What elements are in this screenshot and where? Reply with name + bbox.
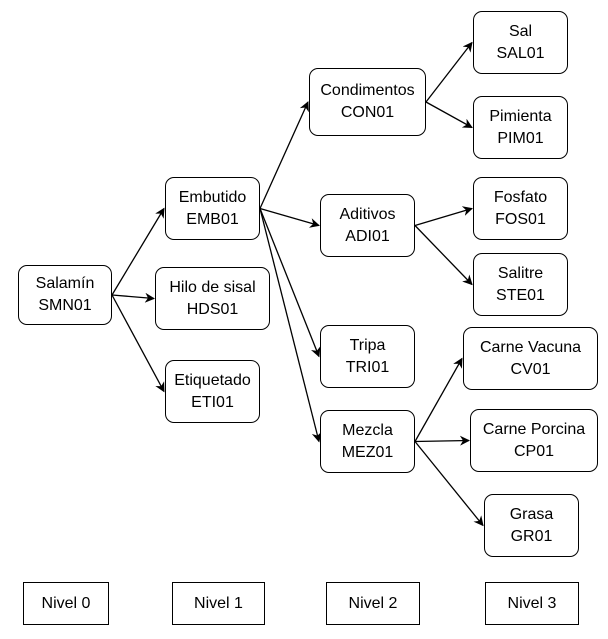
edge-emb01-to-adi01 <box>259 207 320 228</box>
node-code: CP01 <box>513 442 555 460</box>
node-name: Embutido <box>178 188 247 206</box>
node-code: STE01 <box>496 286 545 304</box>
node-code: SAL01 <box>496 44 545 62</box>
node-code: CON01 <box>340 104 395 121</box>
node-name: Grasa <box>509 505 554 523</box>
node-gr01: Grasa GR01 <box>484 494 579 557</box>
node-name: Mezcla <box>342 421 393 439</box>
node-hds01: Hilo de sisal HDS01 <box>155 267 270 330</box>
edge-con01-to-pim01 <box>425 101 473 129</box>
edge-emb01-to-mez01 <box>259 208 322 443</box>
level-0-label: Nivel 0 <box>23 582 109 625</box>
node-code: ETI01 <box>191 393 234 411</box>
edge-emb01-to-con01 <box>259 101 309 209</box>
edge-mez01-to-gr01 <box>414 441 484 527</box>
edge-smn01-to-eti01 <box>111 294 165 393</box>
node-mez01: Mezcla MEZ01 <box>320 410 415 473</box>
node-code: ADI01 <box>345 227 390 245</box>
node-name: Pimienta <box>489 107 552 125</box>
node-emb01: Embutido EMB01 <box>165 177 260 240</box>
node-name: Condimentos <box>320 82 415 99</box>
node-code: TRI01 <box>345 358 390 376</box>
edge-adi01-to-ste01 <box>414 225 473 286</box>
edge-smn01-to-hds01 <box>111 292 155 303</box>
node-name: Aditivos <box>339 205 396 223</box>
node-name: Hilo de sisal <box>169 278 256 296</box>
node-ste01: Salitre STE01 <box>473 253 568 316</box>
node-name: Carne Porcina <box>482 420 586 438</box>
node-adi01: Aditivos ADI01 <box>320 194 415 257</box>
node-tri01: Tripa TRI01 <box>320 325 415 388</box>
node-smn01: Salamín SMN01 <box>18 265 112 325</box>
edge-mez01-to-cv01 <box>414 357 463 442</box>
node-name: Tripa <box>349 336 386 354</box>
edge-adi01-to-fos01 <box>414 206 473 227</box>
node-cv01: Carne Vacuna CV01 <box>463 327 598 390</box>
node-con01: Condimentos CON01 <box>309 68 426 136</box>
node-cp01: Carne Porcina CP01 <box>470 409 598 472</box>
node-code: FOS01 <box>495 210 546 228</box>
edge-mez01-to-cp01 <box>414 435 470 446</box>
node-name: Fosfato <box>493 188 548 206</box>
node-name: Carne Vacuna <box>479 338 582 356</box>
node-pim01: Pimienta PIM01 <box>473 96 568 159</box>
node-code: PIM01 <box>497 129 544 147</box>
node-code: CV01 <box>510 360 551 378</box>
node-code: EMB01 <box>186 210 239 228</box>
node-code: SMN01 <box>38 297 92 314</box>
node-fos01: Fosfato FOS01 <box>473 177 568 240</box>
edge-con01-to-sal01 <box>425 41 473 103</box>
edge-smn01-to-emb01 <box>111 207 165 296</box>
node-name: Etiquetado <box>174 371 251 389</box>
node-code: HDS01 <box>186 300 239 318</box>
node-name: Salitre <box>497 264 544 282</box>
node-code: MEZ01 <box>341 443 394 461</box>
edge-emb01-to-tri01 <box>259 208 321 358</box>
node-eti01: Etiquetado ETI01 <box>165 360 260 423</box>
node-name: Salamín <box>35 275 95 292</box>
level-3-label: Nivel 3 <box>485 582 579 625</box>
level-1-label: Nivel 1 <box>172 582 265 625</box>
node-name: Sal <box>508 22 533 40</box>
node-sal01: Sal SAL01 <box>473 11 568 74</box>
level-2-label: Nivel 2 <box>326 582 420 625</box>
node-code: GR01 <box>510 527 553 545</box>
